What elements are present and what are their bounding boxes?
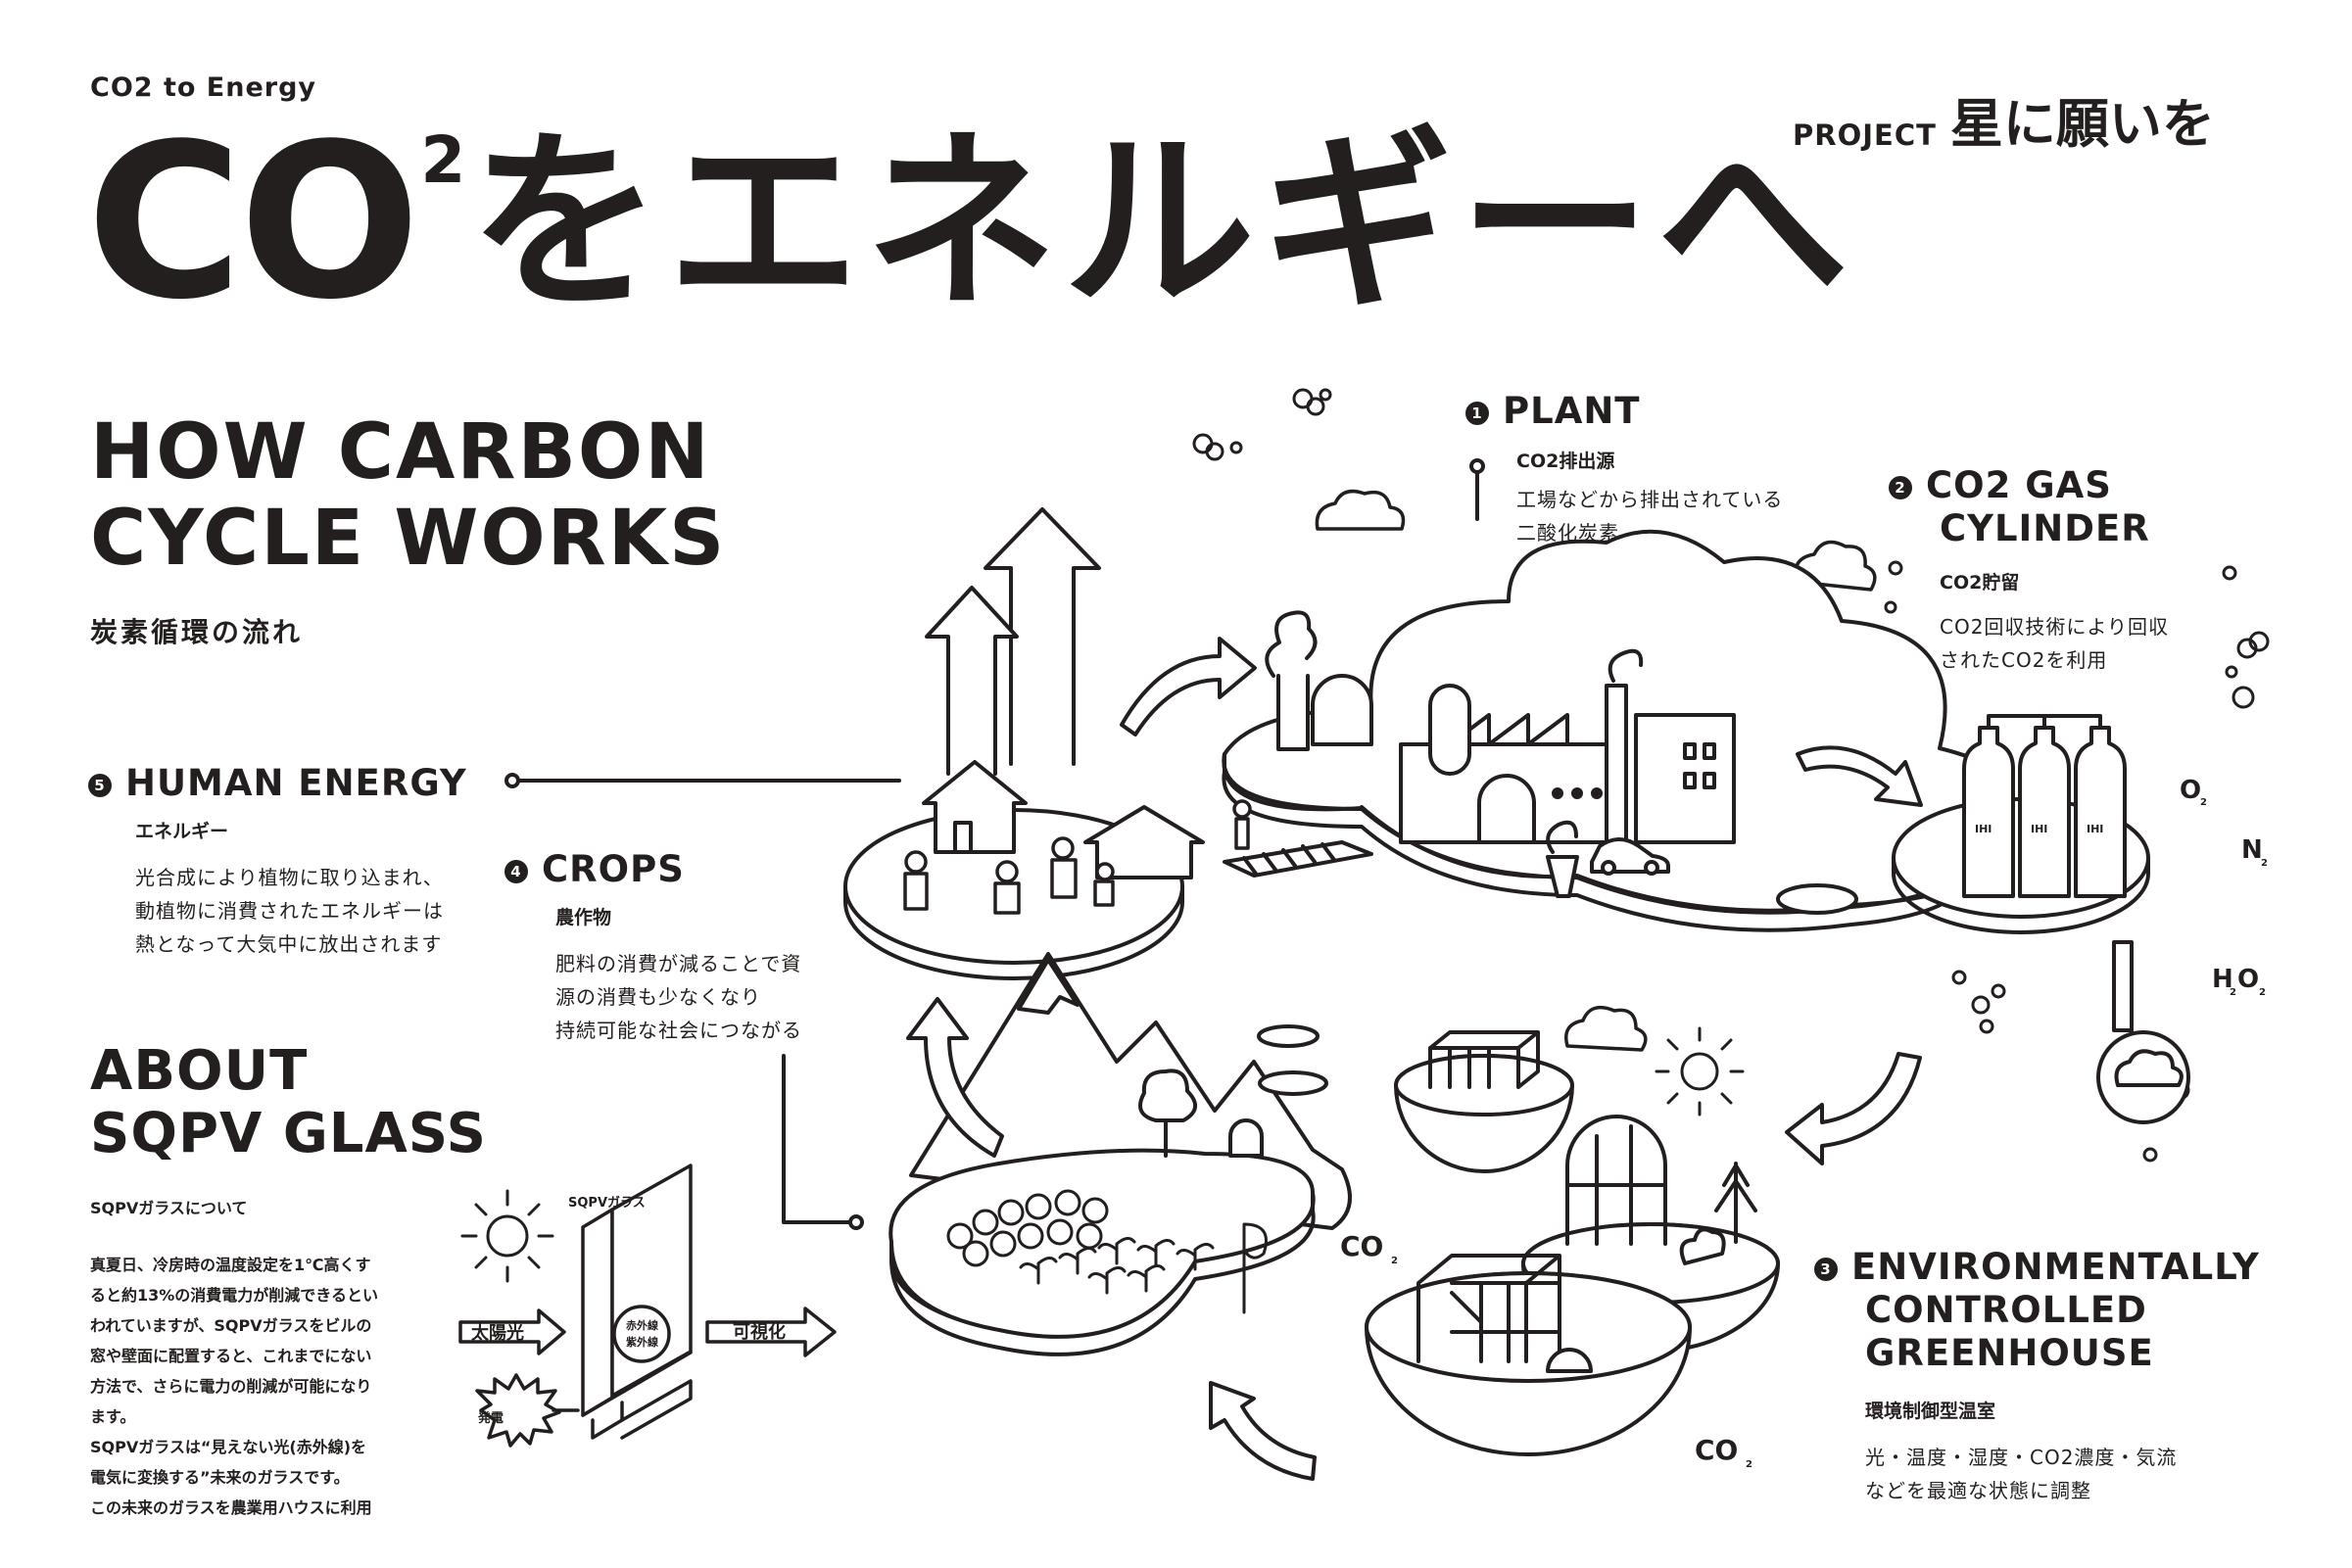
fruit-icon (946, 1189, 1109, 1267)
greenhouse-title2: CONTROLLED (1865, 1289, 2147, 1331)
h2o-sub2: 2 (2259, 987, 2266, 998)
gas-cylinder-icon (1962, 714, 2127, 898)
co2-label: CO (1695, 1434, 1738, 1466)
project-name: 星に願いを (1949, 93, 2215, 155)
crops-desc2: 源の消費も少なくなり (555, 985, 761, 1009)
h2o-label: H (2212, 965, 2233, 994)
title-co: CO (86, 99, 420, 347)
sun-icon (460, 1189, 554, 1283)
greenhouse-desc2: などを最適な状態に調整 (1865, 1479, 2091, 1502)
section-cylinder: 2 CO2 GAS CYLINDER CO2貯留 CO2回収技術により回収 された… (1889, 464, 2169, 677)
crops-sub: 農作物 (555, 907, 612, 928)
about-line: 方法で、さらに電力の削減が可能になり (90, 1377, 372, 1396)
plant-desc1: 工場などから排出されている (1516, 488, 1784, 511)
about-line: ます。 (90, 1407, 136, 1426)
sun-icon (1655, 1026, 1745, 1117)
about-title1: ABOUT (90, 1039, 309, 1103)
infrared-label: 赤外線 (626, 1318, 658, 1332)
generate-label: 発電 (477, 1410, 504, 1426)
num-badge-5: 5 (88, 773, 112, 797)
human-desc2: 動植物に消費されたエネルギーは (135, 899, 444, 923)
about-sub: SQPVガラスについて (90, 1199, 248, 1217)
about-text: 真夏日、冷房時の温度設定を1℃高くす ると約13%の消費電力が削減できるとい わ… (90, 1250, 413, 1523)
section-crops: 4 CROPS 農作物 肥料の消費が減ることで資 源の消費も少なくなり 持続可能な… (504, 848, 802, 1047)
crops-desc3: 持続可能な社会につながる (555, 1019, 802, 1042)
about-sqpv: ABOUT SQPV GLASS SQPVガラスについて 真夏日、冷房時の温度設… (90, 1040, 487, 1523)
num-badge-4: 4 (504, 859, 528, 883)
plant-sub: CO2排出源 (1516, 451, 1615, 472)
cycle-heading-line1: HOW CARBON (90, 408, 711, 497)
n2-label: N (2241, 835, 2263, 865)
human-island (843, 507, 1373, 980)
crops-island (888, 952, 1352, 1356)
visible-label: 可視化 (733, 1321, 786, 1343)
o2-label: O (2180, 776, 2201, 805)
ultraviolet-label: 紫外線 (626, 1335, 658, 1349)
num-badge-1: 1 (1465, 401, 1489, 425)
o2-sub: 2 (2200, 797, 2207, 808)
greenhouse-sub: 環境制御型温室 (1865, 1401, 1996, 1422)
about-line: われていますが、SQPVガラスをビルの (90, 1316, 372, 1335)
greenhouse-title3: GREENHOUSE (1865, 1332, 2154, 1374)
h2o-o: O (2237, 965, 2259, 994)
num-badge-2: 2 (1889, 475, 1912, 499)
crops-title: CROPS (542, 848, 685, 890)
cylinder-sub: CO2貯留 (1940, 572, 2020, 594)
human-desc1: 光合成により植物に取り込まれ、 (135, 866, 444, 889)
cycle-arrow-icon (906, 637, 1923, 1481)
title-jp: をエネルギーへ (469, 112, 1855, 335)
about-line: ると約13%の消費電力が削減できるとい (90, 1286, 378, 1305)
connector-lines (504, 458, 1485, 1230)
cylinder-desc2: されたCO2を利用 (1940, 648, 2108, 672)
sprout-icon (1019, 1222, 1268, 1314)
co2-label: CO (1340, 1230, 1383, 1262)
sunlight-label: 太陽光 (471, 1322, 524, 1344)
sqpv-glass-label: SQPVガラス (568, 1196, 646, 1211)
human-title: HUMAN ENERGY (125, 762, 467, 804)
cylinder-title1: CO2 GAS (1926, 464, 2112, 506)
cylinder-desc1: CO2回収技術により回収 (1940, 615, 2170, 639)
cylinder-brand: IHI (1975, 823, 1992, 835)
cycle-heading-line2: CYCLE WORKS (90, 495, 727, 583)
section-human-energy: 5 HUMAN ENERGY エネルギー 光合成により植物に取り込まれ、 動植物に… (88, 762, 467, 961)
plant-title: PLANT (1503, 390, 1641, 432)
about-line: 電気に変換する”未来のガラスです。 (90, 1468, 350, 1487)
human-desc3: 熱となって大気中に放出されます (135, 932, 443, 956)
crops-desc1: 肥料の消費が減ることで資 (555, 952, 802, 975)
cycle-heading: HOW CARBON CYCLE WORKS 炭素循環の流れ (90, 409, 726, 650)
project-label: PROJECT 星に願いを (1793, 80, 2215, 158)
n2-sub: 2 (2261, 858, 2268, 869)
kicker: CO2 to Energy (90, 72, 317, 103)
cylinder-title2: CYLINDER (1940, 507, 2150, 549)
h2o-sub1: 2 (2230, 987, 2236, 998)
sqpv-diagram (458, 1164, 837, 1448)
co2-sub: 2 (1746, 1459, 1752, 1470)
cylinder-brand: IHI (2031, 823, 2047, 835)
plant-island (1222, 529, 2009, 932)
cloud-icon (1315, 489, 1877, 1052)
cylinder-island (1892, 714, 2190, 1124)
co2-sub: 2 (1391, 1256, 1398, 1266)
title-sup: 2 (420, 122, 466, 198)
page-title: CO 2 をエネルギーへ (86, 99, 1855, 360)
greenhouse-title1: ENVIRONMENTALLY (1851, 1246, 2260, 1288)
greenhouse-desc1: 光・温度・湿度・CO2濃度・気流 (1865, 1446, 2178, 1469)
project-en: PROJECT (1793, 119, 1937, 152)
about-line: 真夏日、冷房時の温度設定を1℃高くす (90, 1256, 371, 1274)
about-title2: SQPV GLASS (90, 1102, 487, 1165)
section-greenhouse: 3 ENVIRONMENTALLY CONTROLLED GREENHOUSE 環… (1814, 1246, 2260, 1507)
greenhouse-island (1365, 1030, 1780, 1456)
num-badge-3: 3 (1814, 1257, 1838, 1281)
human-sub: エネルギー (135, 821, 229, 842)
cycle-heading-sub: 炭素循環の流れ (90, 616, 304, 648)
about-line: SQPVガラスは“見えない光(赤外線)を (90, 1438, 367, 1456)
about-line: この未来のガラスを農業用ハウスに利用 (90, 1498, 372, 1517)
about-line: 窓や壁面に配置すると、これまでにない (90, 1347, 372, 1365)
cylinder-brand: IHI (2087, 823, 2103, 835)
person-icon (903, 799, 1252, 915)
